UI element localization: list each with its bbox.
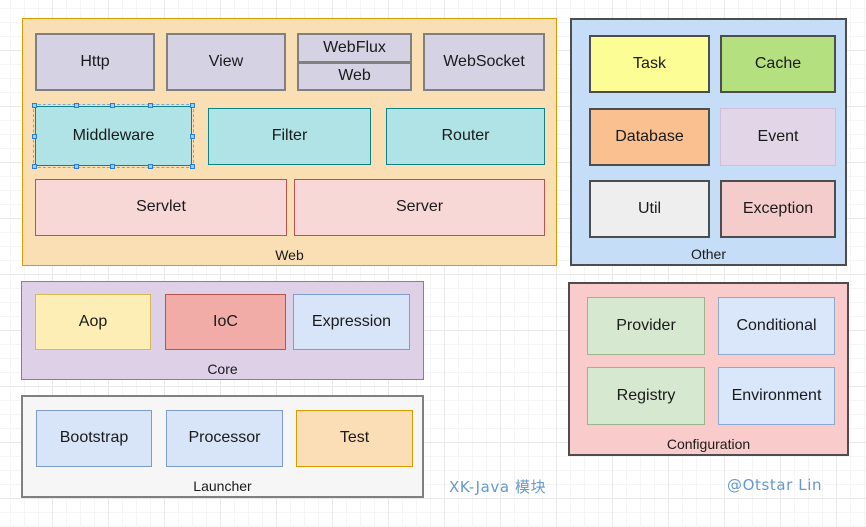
node-label: Database xyxy=(615,127,684,145)
resize-handle-se[interactable] xyxy=(190,164,195,169)
node-label: Http xyxy=(80,52,110,70)
node-task[interactable]: Task xyxy=(589,35,710,93)
node-webflux[interactable]: WebFlux xyxy=(297,33,412,63)
node-label: Aop xyxy=(78,312,108,330)
node-label: Servlet xyxy=(136,198,186,216)
resize-handle-s3[interactable] xyxy=(148,164,153,169)
diagram-author-label: @Otstar Lin xyxy=(727,476,823,494)
node-middleware[interactable]: Middleware xyxy=(32,103,195,169)
node-label: Util xyxy=(637,199,662,217)
node-processor[interactable]: Processor xyxy=(166,410,283,467)
node-label: Task xyxy=(633,54,666,72)
node-database[interactable]: Database xyxy=(589,108,710,166)
group-core[interactable]: Aop IoC Expression Core xyxy=(21,281,424,380)
node-expression[interactable]: Expression xyxy=(293,294,410,350)
node-event[interactable]: Event xyxy=(720,108,836,166)
node-label: Registry xyxy=(616,386,676,404)
resize-handle-sw[interactable] xyxy=(32,164,37,169)
node-ioc[interactable]: IoC xyxy=(165,294,286,350)
node-aop[interactable]: Aop xyxy=(35,294,151,350)
resize-handle-w[interactable] xyxy=(32,134,37,139)
resize-handle-s2[interactable] xyxy=(74,164,79,169)
group-label-launcher: Launcher xyxy=(193,478,252,494)
node-servlet[interactable]: Servlet xyxy=(35,179,287,236)
group-web[interactable]: Http View WebFlux Web WebSocket Middlewa… xyxy=(22,18,557,266)
node-filter[interactable]: Filter xyxy=(208,108,371,165)
node-view[interactable]: View xyxy=(166,33,286,91)
resize-handle-n2[interactable] xyxy=(74,103,79,108)
node-http[interactable]: Http xyxy=(35,33,155,91)
node-label: Expression xyxy=(311,312,392,330)
resize-handle-s[interactable] xyxy=(110,164,115,169)
node-label: Server xyxy=(395,198,444,216)
node-util[interactable]: Util xyxy=(589,180,710,238)
node-label: Environment xyxy=(731,386,822,404)
resize-handle-n[interactable] xyxy=(110,103,115,108)
resize-handle-n3[interactable] xyxy=(148,103,153,108)
resize-handle-e[interactable] xyxy=(190,134,195,139)
node-environment[interactable]: Environment xyxy=(718,367,835,425)
node-label: Middleware xyxy=(72,126,155,144)
diagram-title-label: XK-Java 模块 xyxy=(449,478,547,496)
node-server[interactable]: Server xyxy=(294,179,545,236)
node-label: Exception xyxy=(742,199,814,217)
node-web[interactable]: Web xyxy=(297,62,412,91)
node-label: WebSocket xyxy=(443,52,525,70)
group-configuration[interactable]: Provider Conditional Registry Environmen… xyxy=(568,282,849,456)
node-test[interactable]: Test xyxy=(296,410,413,467)
node-label: WebFlux xyxy=(323,38,386,56)
group-label-other: Other xyxy=(690,246,726,262)
group-other[interactable]: Task Cache Database Event Util Exception… xyxy=(570,18,847,266)
node-provider[interactable]: Provider xyxy=(587,297,705,355)
node-label: Test xyxy=(339,429,370,447)
resize-handle-nw[interactable] xyxy=(32,103,37,108)
group-label-web: Web xyxy=(275,247,304,263)
node-router[interactable]: Router xyxy=(386,108,545,165)
node-cache[interactable]: Cache xyxy=(720,35,836,93)
node-websocket[interactable]: WebSocket xyxy=(423,33,545,91)
node-label: Processor xyxy=(188,429,261,447)
node-label: Web xyxy=(338,67,371,85)
node-registry[interactable]: Registry xyxy=(587,367,705,425)
node-label: Bootstrap xyxy=(59,429,129,447)
node-label: Provider xyxy=(616,316,676,334)
node-label: IoC xyxy=(213,312,238,330)
node-label: Event xyxy=(757,127,799,145)
node-exception[interactable]: Exception xyxy=(720,180,836,238)
node-label: Router xyxy=(441,127,490,145)
node-conditional[interactable]: Conditional xyxy=(718,297,835,355)
group-launcher[interactable]: Bootstrap Processor Test Launcher xyxy=(21,395,424,498)
node-label: Conditional xyxy=(736,316,817,334)
node-label: Filter xyxy=(271,127,308,145)
node-label: Cache xyxy=(754,54,802,72)
group-label-configuration: Configuration xyxy=(666,436,751,452)
node-bootstrap[interactable]: Bootstrap xyxy=(36,410,152,467)
node-label: View xyxy=(208,52,244,70)
resize-handle-ne[interactable] xyxy=(190,103,195,108)
group-label-core: Core xyxy=(207,361,238,377)
